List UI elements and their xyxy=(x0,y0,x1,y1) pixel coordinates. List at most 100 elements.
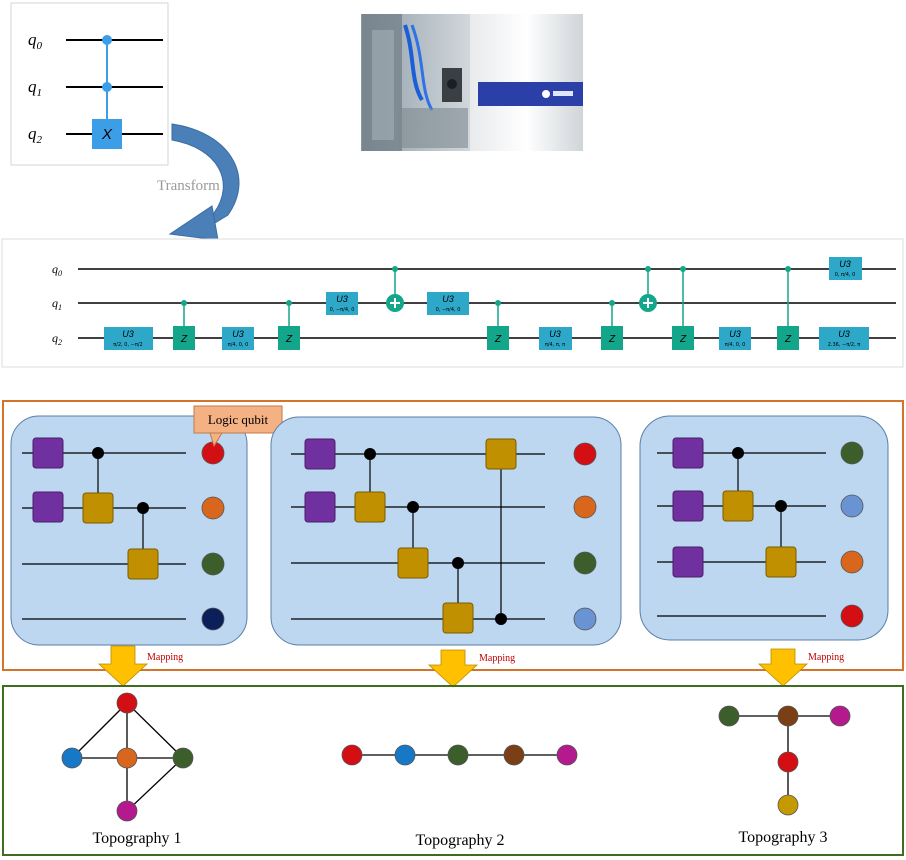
circuit-panel-3 xyxy=(639,415,889,641)
cz5-z-gate xyxy=(672,326,694,350)
u3-gate-2-label: U3 xyxy=(232,329,244,339)
p3-qubit-orange xyxy=(840,550,864,574)
cz4-z-gate xyxy=(601,326,623,350)
photo-device-lens xyxy=(447,79,457,89)
cz3-control xyxy=(495,300,501,306)
u3-gate-6-params: π/4, 0, 0 xyxy=(725,342,746,348)
circuit-panel-2 xyxy=(270,416,622,646)
t1-edge-red-green xyxy=(126,702,184,759)
u3-gate-5 xyxy=(539,327,572,350)
toffoli-control-q1 xyxy=(102,82,112,92)
p2-qubit-red xyxy=(573,442,597,466)
p1-single-gate-1 xyxy=(32,437,64,469)
topology-3: Topography 3 xyxy=(718,705,851,846)
cz1-z-gate xyxy=(173,326,195,350)
u3-gate-8-label: U3 xyxy=(839,259,851,269)
p3-single-gate-2 xyxy=(672,490,704,522)
u3-gate-2 xyxy=(222,327,254,350)
p2-qubit-green xyxy=(573,551,597,575)
photo-blue-cable-2 xyxy=(410,24,434,111)
p2-control-4 xyxy=(495,613,507,625)
u3-gate-3-label: U3 xyxy=(336,294,348,304)
u3-gate-4-params: 0, −π/4, 0 xyxy=(436,307,461,313)
mapping-arrow-1: Mapping xyxy=(97,645,183,687)
mapping-arrow-3-shape xyxy=(757,648,809,687)
cz3-z-gate xyxy=(487,326,509,350)
t1-edge-green-magenta xyxy=(126,757,184,812)
topology-1: Topography 1 xyxy=(61,692,194,847)
logical-circuit-2 xyxy=(270,416,622,646)
transpiled-label-q1: q1 xyxy=(52,296,62,312)
p3-qubit-lightblue xyxy=(840,494,864,518)
logic-qubit-label: Logic qubit xyxy=(208,412,269,427)
p1-qubit-orange xyxy=(201,496,225,520)
photo-logo-text xyxy=(553,91,573,96)
u3-gate-1-label: U3 xyxy=(122,329,134,339)
topography-1-label: Topography 1 xyxy=(92,830,181,847)
p3-control-2 xyxy=(775,500,787,512)
p2-control-1 xyxy=(364,448,376,460)
toffoli-x-label: X xyxy=(101,126,113,143)
cz1-control xyxy=(181,300,187,306)
mapping-label-1: Mapping xyxy=(147,652,183,663)
toffoli-x-gate xyxy=(92,119,122,149)
cz4-z-label: Z xyxy=(608,334,616,345)
u3-gate-2-params: π/4, 0, 0 xyxy=(228,342,249,348)
transpiled-label-q0: q0 xyxy=(52,262,62,278)
cz5-control xyxy=(680,266,686,272)
cz6-z-label: Z xyxy=(784,334,792,345)
t2-node-brown xyxy=(503,744,525,766)
u3-gate-5-label: U3 xyxy=(549,329,561,339)
transpiled-label-q2: q2 xyxy=(52,331,62,347)
t2-node-blue xyxy=(394,744,416,766)
p3-control-1 xyxy=(732,447,744,459)
p2-two-qubit-gate-1 xyxy=(354,491,386,523)
topologies-frame xyxy=(2,685,904,856)
cz2-control xyxy=(286,300,292,306)
photo-equipment xyxy=(398,108,468,148)
p3-two-qubit-gate-2 xyxy=(765,546,797,578)
photo-blue-cable xyxy=(403,24,424,102)
cz2-z-gate xyxy=(278,326,300,350)
u3-gate-3 xyxy=(326,292,358,315)
p2-single-gate-2 xyxy=(304,491,336,523)
t1-edge-red-blue xyxy=(71,702,128,759)
logical-circuit-3 xyxy=(639,415,889,641)
p1-qubit-red xyxy=(201,441,225,465)
p3-qubit-red xyxy=(840,604,864,628)
cz6-control xyxy=(785,266,791,272)
u3-gate-3-params: 0, −π/4, 0 xyxy=(330,307,355,313)
p1-qubit-green xyxy=(201,552,225,576)
mapping-label-2: Mapping xyxy=(479,653,515,664)
p2-qubit-lightblue xyxy=(573,607,597,631)
transform-arrow: Transform xyxy=(157,123,240,241)
mapping-arrow-1-shape xyxy=(97,645,149,687)
p2-control-3 xyxy=(452,557,464,569)
t1-node-magenta xyxy=(116,800,138,822)
toffoli-circuit: X q0 q1 q2 xyxy=(10,2,169,166)
topography-3-label: Topography 3 xyxy=(738,829,827,846)
p2-single-gate-1 xyxy=(304,438,336,470)
cx1-control xyxy=(392,266,398,272)
u3-gate-5-params: π/4, π, π xyxy=(545,342,565,348)
photo-rack-panel xyxy=(372,30,394,140)
t2-node-magenta xyxy=(556,744,578,766)
t1-node-blue xyxy=(61,747,83,769)
cz3-z-label: Z xyxy=(494,334,502,345)
u3-gate-1-params: π/2, 0, −π/2 xyxy=(113,342,142,348)
hardware-photo xyxy=(361,14,583,151)
circuit-panel-1 xyxy=(10,415,248,646)
t3-node-magenta xyxy=(829,705,851,727)
logic-qubit-callout-box xyxy=(193,405,283,434)
u3-gate-7-label: U3 xyxy=(838,329,850,339)
u3-gate-8-params: 0, π/4, 0 xyxy=(835,272,856,278)
mapping-label-3: Mapping xyxy=(808,652,844,663)
toffoli-control-q0 xyxy=(102,35,112,45)
p1-two-qubit-gate-1 xyxy=(82,492,114,524)
logic-qubit-callout: Logic qubit xyxy=(193,405,283,448)
u3-gate-6-label: U3 xyxy=(729,329,741,339)
t2-node-green xyxy=(447,744,469,766)
p2-two-qubit-gate-3 xyxy=(442,602,474,634)
t3-node-mustard xyxy=(777,794,799,816)
t2-node-red xyxy=(341,744,363,766)
